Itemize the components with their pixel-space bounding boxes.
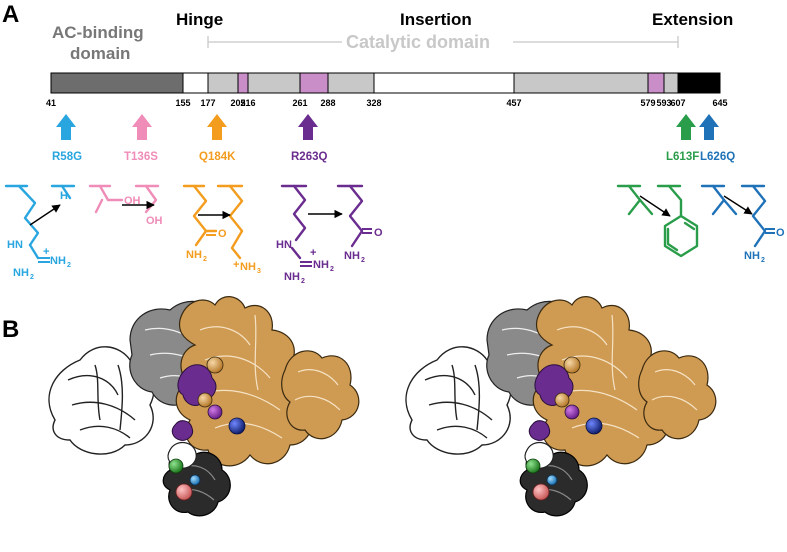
panel-letter-b: B bbox=[2, 316, 19, 343]
chem-r58g-nh2b: NH bbox=[13, 267, 29, 279]
chem-r58g-nh2a: NH bbox=[50, 255, 66, 267]
position-label-155: 155 bbox=[175, 98, 190, 108]
chem-r263q-plus: + bbox=[310, 247, 316, 259]
position-label-288: 288 bbox=[320, 98, 335, 108]
domain-segment-288-328 bbox=[327, 72, 375, 94]
position-label-457: 457 bbox=[506, 98, 521, 108]
chem-r58g-nh2b-sub: 2 bbox=[30, 274, 34, 281]
label-extension: Extension bbox=[652, 10, 733, 29]
chem-r263q-nh2a: NH bbox=[313, 259, 329, 271]
mutation-arrows bbox=[56, 114, 719, 140]
chem-r58g-nh2a-sub: 2 bbox=[67, 262, 71, 269]
stereo-structure-right bbox=[405, 295, 717, 517]
label-insertion: Insertion bbox=[400, 10, 472, 29]
chem-t136s-oh1: OH bbox=[124, 195, 141, 207]
mutation-r58g: R58G bbox=[52, 151, 82, 163]
panel-letter-a: A bbox=[2, 1, 19, 28]
label-hinge: Hinge bbox=[176, 10, 223, 29]
position-label-205: 205 bbox=[230, 98, 245, 108]
chem-r263q-nh2b-sub: 2 bbox=[301, 278, 305, 285]
position-label-177: 177 bbox=[200, 98, 215, 108]
position-label-216: 216 bbox=[240, 98, 255, 108]
domain-segment-216-261 bbox=[247, 72, 301, 94]
position-label-645: 645 bbox=[712, 98, 727, 108]
arrow-r58g bbox=[56, 114, 76, 140]
mutation-l626q: L626Q bbox=[700, 151, 735, 163]
chem-r58g-plus: + bbox=[43, 246, 49, 258]
catalytic-bracket bbox=[207, 36, 679, 48]
mutation-l613f: L613F bbox=[666, 151, 699, 163]
position-label-607: 607 bbox=[670, 98, 685, 108]
chem-r263q-nh2a-sub: 2 bbox=[330, 266, 334, 273]
label-ac-binding-1: AC-binding bbox=[52, 23, 144, 42]
domain-segment-155-177 bbox=[182, 72, 209, 94]
chem-l626q-o: O bbox=[776, 227, 785, 239]
domain-bar bbox=[50, 72, 721, 94]
domain-segment-457-579 bbox=[513, 72, 649, 94]
position-label-328: 328 bbox=[366, 98, 381, 108]
chem-q184k-plus: + bbox=[233, 259, 239, 271]
domain-segment-261-288 bbox=[299, 72, 329, 94]
label-ac-binding-2: domain bbox=[70, 44, 130, 63]
chem-r263q-o: O bbox=[374, 227, 383, 239]
mutation-t136s: T136S bbox=[124, 151, 158, 163]
chem-r58g bbox=[4, 184, 76, 260]
chem-l626q bbox=[700, 184, 767, 248]
chem-q184k-nh2-sub: 2 bbox=[203, 256, 207, 263]
chem-r263q-hn: HN bbox=[276, 239, 292, 251]
arrow-t136s bbox=[132, 114, 152, 140]
chem-r58g-arrow bbox=[29, 204, 61, 226]
chem-r58g-h: H bbox=[60, 190, 68, 202]
domain-segment-205-216 bbox=[237, 72, 249, 94]
position-label-593: 593 bbox=[656, 98, 671, 108]
chem-r263q-nh2b: NH bbox=[284, 271, 300, 283]
chem-q184k-nh2: NH bbox=[186, 249, 202, 261]
chem-l626q-nh2-sub: 2 bbox=[761, 257, 765, 264]
chem-q184k-o: O bbox=[218, 228, 227, 240]
chem-l626q-nh2: NH bbox=[744, 250, 760, 262]
domain-segment-593-607 bbox=[663, 72, 679, 94]
chem-l613f bbox=[616, 184, 699, 258]
chem-q184k-nh3-sub: 3 bbox=[257, 268, 261, 275]
mutation-r263q: R263Q bbox=[291, 151, 327, 163]
chem-l626q-arrow bbox=[723, 195, 753, 215]
domain-segment-579-593 bbox=[647, 72, 665, 94]
chem-l613f-arrow bbox=[639, 195, 671, 217]
position-label-261: 261 bbox=[292, 98, 307, 108]
arrow-r263q bbox=[298, 114, 318, 140]
chem-t136s-oh2: OH bbox=[146, 215, 163, 227]
chem-r263q-nh2c-sub: 2 bbox=[361, 257, 365, 264]
arrow-l626q bbox=[699, 114, 719, 140]
mutation-q184k: Q184K bbox=[199, 151, 236, 163]
chem-q184k-nh3: NH bbox=[240, 261, 256, 273]
domain-segment-177-205 bbox=[207, 72, 239, 94]
chem-r58g-hn: HN bbox=[7, 239, 23, 251]
chem-r263q-nh2c: NH bbox=[344, 250, 360, 262]
domain-segment-41-155 bbox=[50, 72, 184, 94]
arrow-l613f bbox=[676, 114, 696, 140]
label-catalytic: Catalytic domain bbox=[346, 32, 490, 52]
position-label-41: 41 bbox=[46, 98, 56, 108]
chem-r263q bbox=[280, 184, 364, 260]
arrow-q184k bbox=[207, 114, 227, 140]
stereo-structure-left bbox=[48, 295, 360, 517]
chem-q184k bbox=[182, 184, 244, 260]
domain-segment-328-457 bbox=[373, 72, 515, 94]
position-label-579: 579 bbox=[640, 98, 655, 108]
domain-segment-607-645 bbox=[677, 72, 721, 94]
